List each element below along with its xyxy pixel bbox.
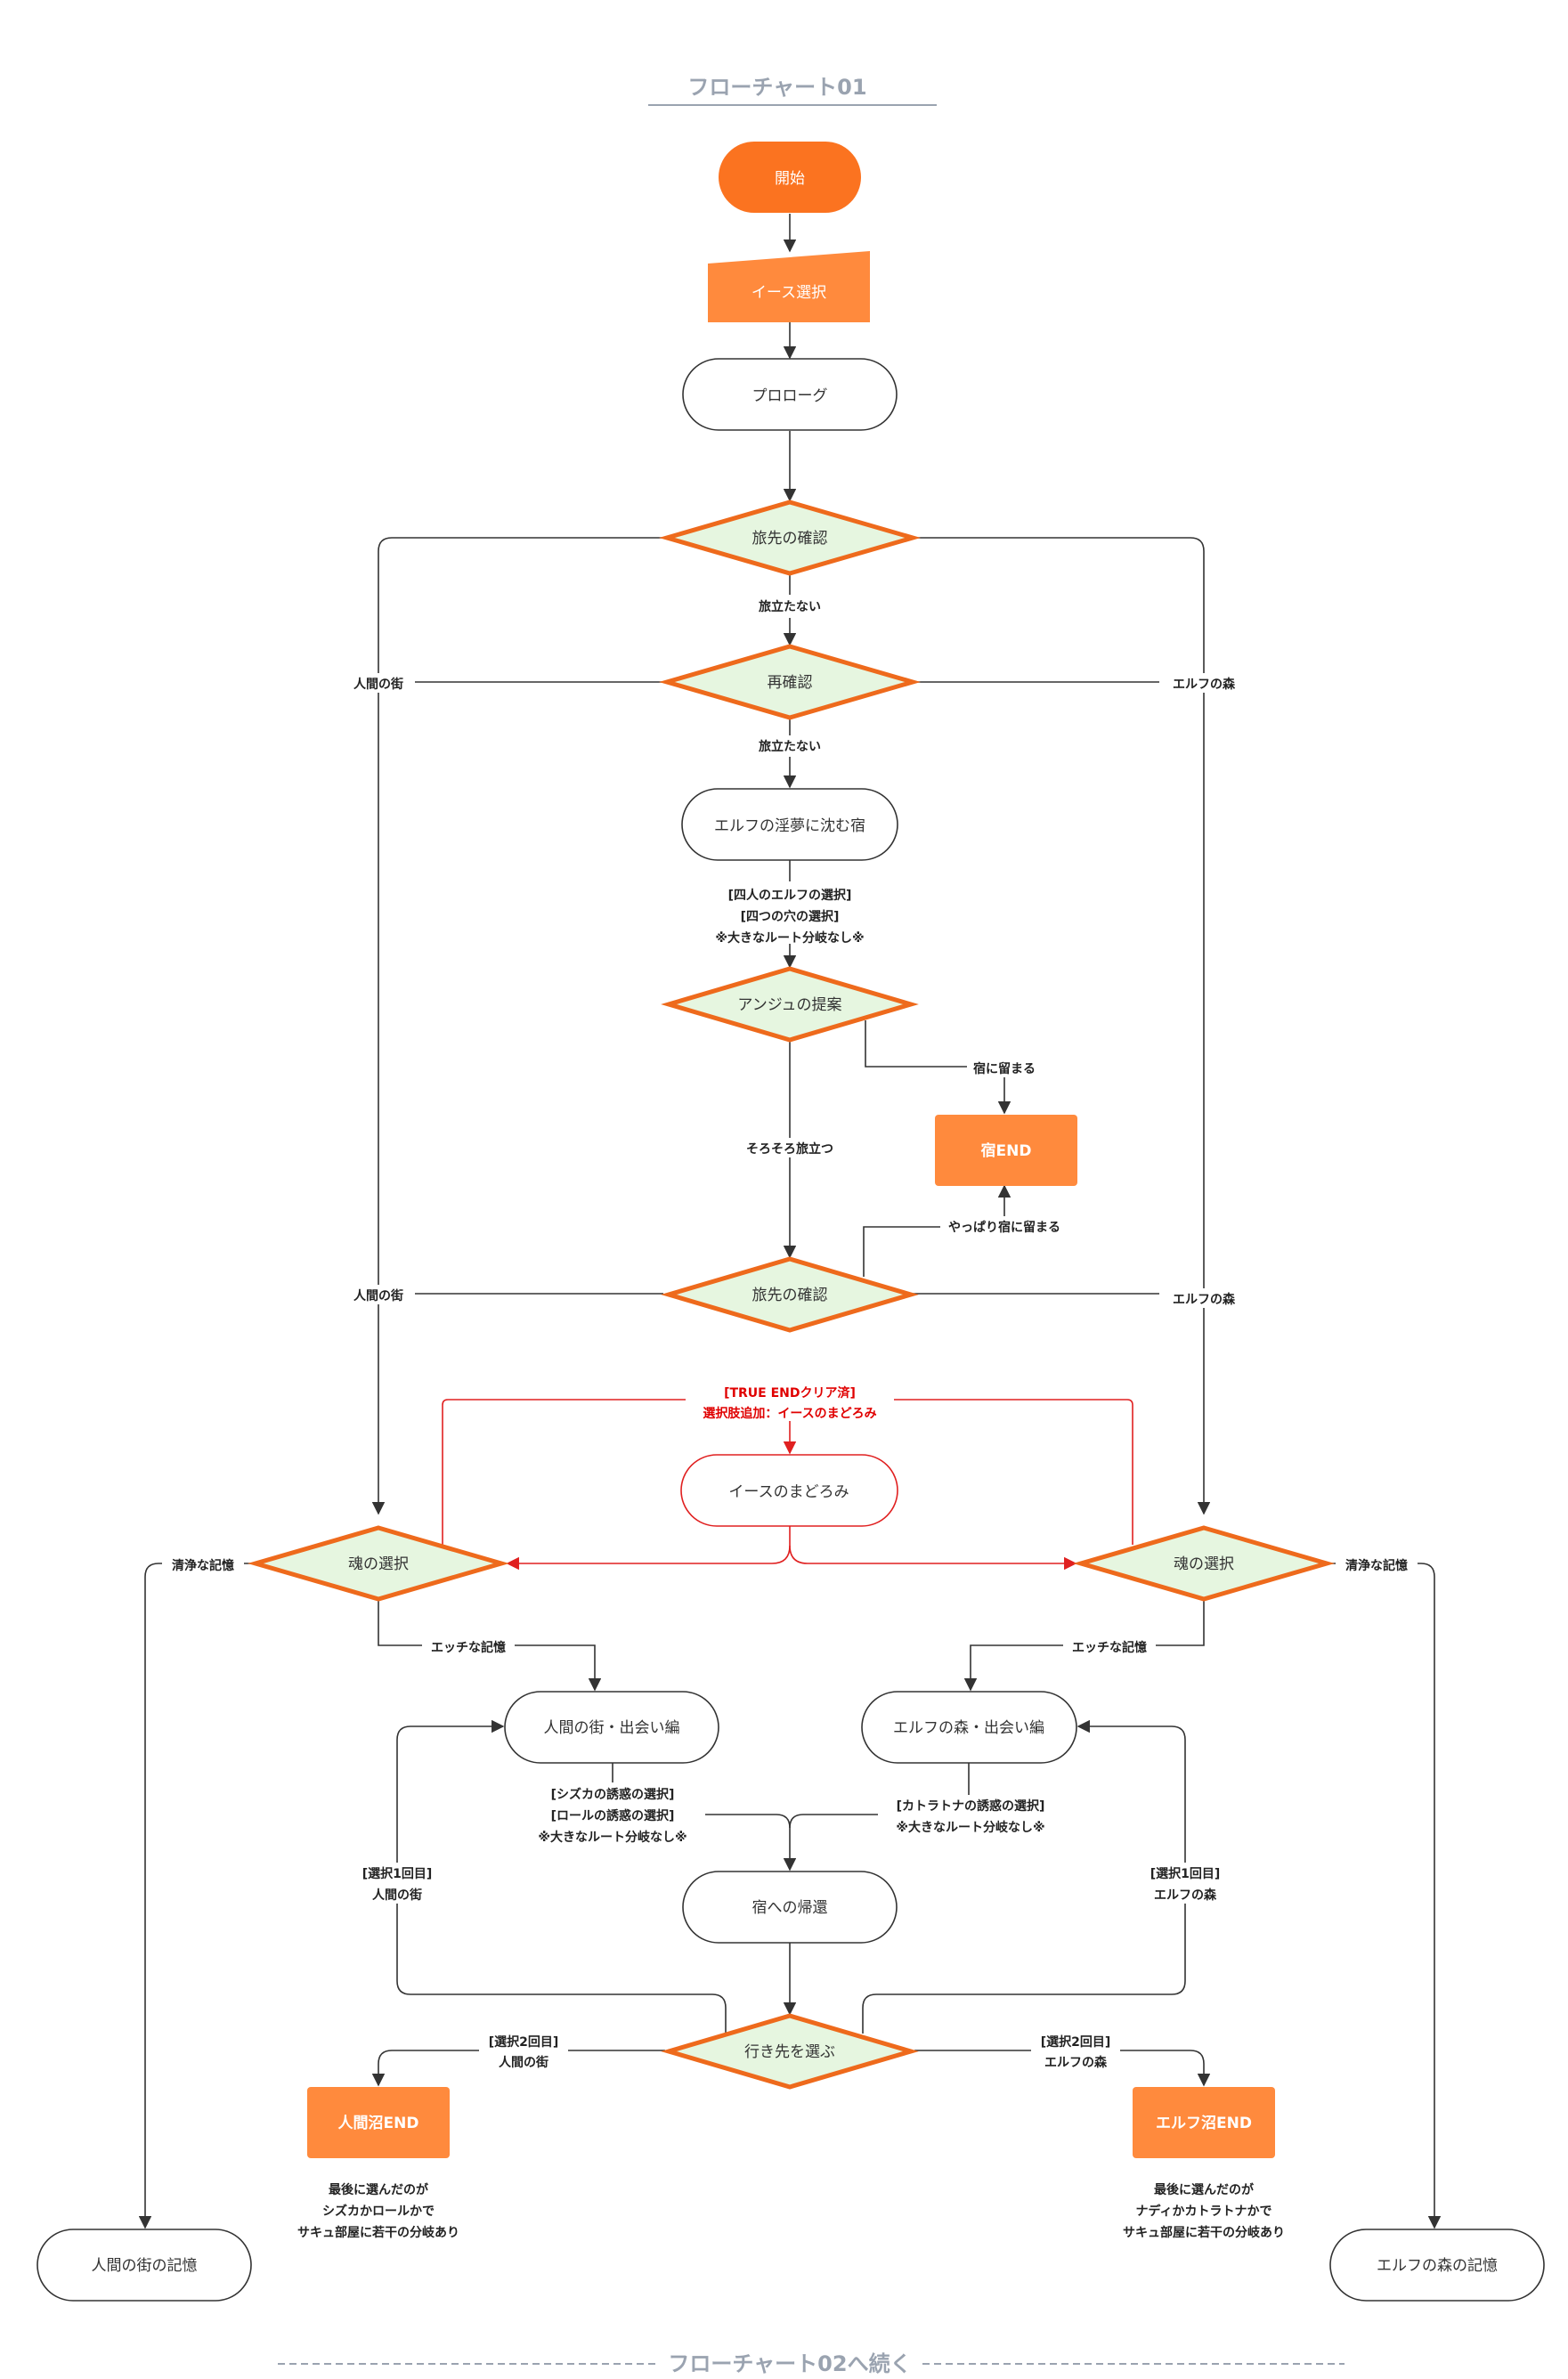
label-pure-memory-right: 清浄な記憶	[1345, 1558, 1408, 1573]
label-ecchi-memory-right: エッチな記憶	[1072, 1640, 1147, 1655]
edge-elfmeet-return	[789, 1763, 970, 1829]
node-human-swamp-end-label: 人間沼END	[338, 2114, 419, 2132]
edge-confirm1-right	[914, 537, 1211, 1515]
node-inn-end-label: 宿END	[981, 1141, 1032, 1160]
node-human-town-memory[interactable]: 人間の街の記憶	[37, 2229, 252, 2302]
label-elf-forest-1: エルフの森	[1173, 677, 1236, 692]
node-prologue-label: プロローグ	[752, 387, 828, 405]
label-sel2-elf-2: エルフの森	[1044, 2055, 1108, 2070]
node-human-town-meet[interactable]: 人間の街・出会い編	[504, 1691, 719, 1764]
node-start-label: 開始	[775, 170, 805, 188]
label-inn-choice-3: ※大きなルート分岐なし※	[715, 930, 864, 946]
node-choose-dest[interactable]: 行き先を選ぶ	[661, 2013, 919, 2090]
node-ease-madoromi[interactable]: イースのまどろみ	[680, 1454, 898, 1527]
edge-soulL-memory	[138, 1563, 252, 2229]
label-sel1-human-2: 人間の街	[372, 1888, 422, 1903]
node-reconfirm-label: 再確認	[768, 674, 813, 692]
edge-confirm1-left	[371, 537, 665, 1515]
page-title: フローチャート01	[687, 75, 866, 100]
edge-choose-humanloop	[396, 1719, 727, 2034]
node-journey-confirm-2-label: 旅先の確認	[752, 1287, 828, 1304]
node-journey-confirm-1-label: 旅先の確認	[752, 530, 828, 548]
node-journey-confirm-2[interactable]: 旅先の確認	[661, 1256, 919, 1333]
label-human-end-note-1: 最後に選んだのが	[329, 2182, 429, 2197]
node-prologue[interactable]: プロローグ	[682, 358, 898, 431]
label-true-end-2: 選択肢追加：イースのまどろみ	[703, 1406, 876, 1421]
node-elf-inn-label: エルフの淫夢に沈む宿	[714, 817, 865, 835]
label-sel1-human-1: [選択1回目]	[362, 1866, 433, 1881]
label-ecchi-memory-left: エッチな記憶	[431, 1640, 506, 1655]
node-soul-select-right[interactable]: 魂の選択	[1073, 1525, 1335, 1602]
node-reconfirm[interactable]: 再確認	[659, 644, 921, 720]
label-elf-tempt-2: ※大きなルート分岐なし※	[896, 1820, 1044, 1835]
node-journey-confirm-1[interactable]: 旅先の確認	[659, 499, 921, 576]
label-stay-inn: 宿に留まる	[973, 1061, 1036, 1076]
label-sel1-elf-2: エルフの森	[1154, 1888, 1217, 1903]
node-elf-inn[interactable]: エルフの淫夢に沈む宿	[681, 788, 898, 861]
node-elf-forest-meet[interactable]: エルフの森・出会い編	[861, 1691, 1077, 1764]
label-human-tempt-3: ※大きなルート分岐なし※	[538, 1830, 687, 1845]
label-inn-choice-2: [四つの穴の選択]	[741, 909, 840, 924]
node-soul-select-left-label: 魂の選択	[348, 1555, 409, 1573]
footer-continue-text: フローチャート02へ続く	[668, 2351, 911, 2376]
node-ease-select[interactable]: イース選択	[708, 251, 870, 322]
edge-labels: 旅立たない 旅立たない 人間の街 エルフの森 [四人のエルフの選択] [四つの穴…	[162, 595, 1418, 2240]
node-elf-forest-meet-label: エルフの森・出会い編	[893, 1719, 1044, 1737]
node-return-inn[interactable]: 宿への帰還	[682, 1871, 898, 1944]
label-inn-choice-1: [四人のエルフの選択]	[728, 888, 852, 903]
label-tabidatanai-2: 旅立たない	[759, 739, 821, 754]
label-elf-end-note-1: 最後に選んだのが	[1154, 2182, 1255, 2197]
label-true-end-1: [TRUE ENDクリア済]	[724, 1385, 856, 1401]
label-pure-memory-left: 清浄な記憶	[172, 1558, 234, 1573]
node-human-town-memory-label: 人間の街の記憶	[92, 2257, 198, 2275]
label-elf-forest-2: エルフの森	[1173, 1292, 1236, 1307]
edge-anju-innend	[865, 1020, 1011, 1115]
label-sel2-human-1: [選択2回目]	[489, 2034, 559, 2050]
node-anju-proposal[interactable]: アンジュの提案	[661, 966, 919, 1043]
edge-madoromi-soulR	[789, 1545, 1077, 1571]
label-tabidatanai-1: 旅立たない	[759, 599, 821, 614]
edge-choose-elfend	[914, 2050, 1211, 2087]
label-human-end-note-2: シズカかロールかで	[322, 2204, 435, 2219]
label-elf-end-note-3: サキュ部屋に若干の分岐あり	[1123, 2225, 1285, 2240]
edge-confirm2-innend	[863, 1184, 1011, 1277]
node-human-swamp-end[interactable]: 人間沼END	[307, 2087, 450, 2158]
node-anju-proposal-label: アンジュの提案	[737, 996, 841, 1014]
label-sel1-elf-1: [選択1回目]	[1150, 1866, 1221, 1881]
edges	[138, 214, 1442, 2229]
node-ease-madoromi-label: イースのまどろみ	[728, 1483, 849, 1501]
node-inn-end[interactable]: 宿END	[935, 1115, 1077, 1186]
node-soul-select-left[interactable]: 魂の選択	[248, 1525, 509, 1602]
label-human-tempt-1: [シズカの誘惑の選択]	[551, 1787, 675, 1802]
label-elf-end-note-2: ナディかカトラトナかで	[1135, 2204, 1271, 2219]
label-stay-inn-after-all: やっぱり宿に留まる	[948, 1220, 1060, 1235]
label-sel2-elf-1: [選択2回目]	[1041, 2034, 1111, 2050]
label-human-town-1: 人間の街	[353, 677, 403, 692]
node-soul-select-right-label: 魂の選択	[1174, 1555, 1234, 1573]
node-return-inn-label: 宿への帰還	[752, 1899, 828, 1917]
label-sel2-human-2: 人間の街	[499, 2055, 548, 2070]
node-elf-forest-memory[interactable]: エルフの森の記憶	[1329, 2229, 1545, 2302]
edge-choose-humanend	[371, 2050, 665, 2087]
label-human-tempt-2: [ロールの誘惑の選択]	[551, 1808, 675, 1823]
node-elf-swamp-end[interactable]: エルフ沼END	[1133, 2087, 1275, 2158]
node-choose-dest-label: 行き先を選ぶ	[744, 2043, 835, 2061]
label-human-town-2: 人間の街	[353, 1288, 403, 1303]
edge-madoromi-soulL	[506, 1526, 791, 1571]
node-start[interactable]: 開始	[719, 142, 861, 213]
node-elf-swamp-end-label: エルフ沼END	[1156, 2114, 1252, 2132]
label-elf-tempt-1: [カトラトナの誘惑の選択]	[897, 1798, 1045, 1814]
label-leave-soon: そろそろ旅立つ	[746, 1141, 833, 1157]
edge-choose-elfloop	[862, 1719, 1186, 2034]
node-elf-forest-memory-label: エルフの森の記憶	[1377, 2257, 1498, 2275]
node-human-town-meet-label: 人間の街・出会い編	[544, 1719, 680, 1737]
edge-soulR-memory	[1328, 1563, 1442, 2229]
node-ease-select-label: イース選択	[752, 284, 826, 302]
label-human-end-note-3: サキュ部屋に若干の分岐あり	[297, 2225, 459, 2240]
